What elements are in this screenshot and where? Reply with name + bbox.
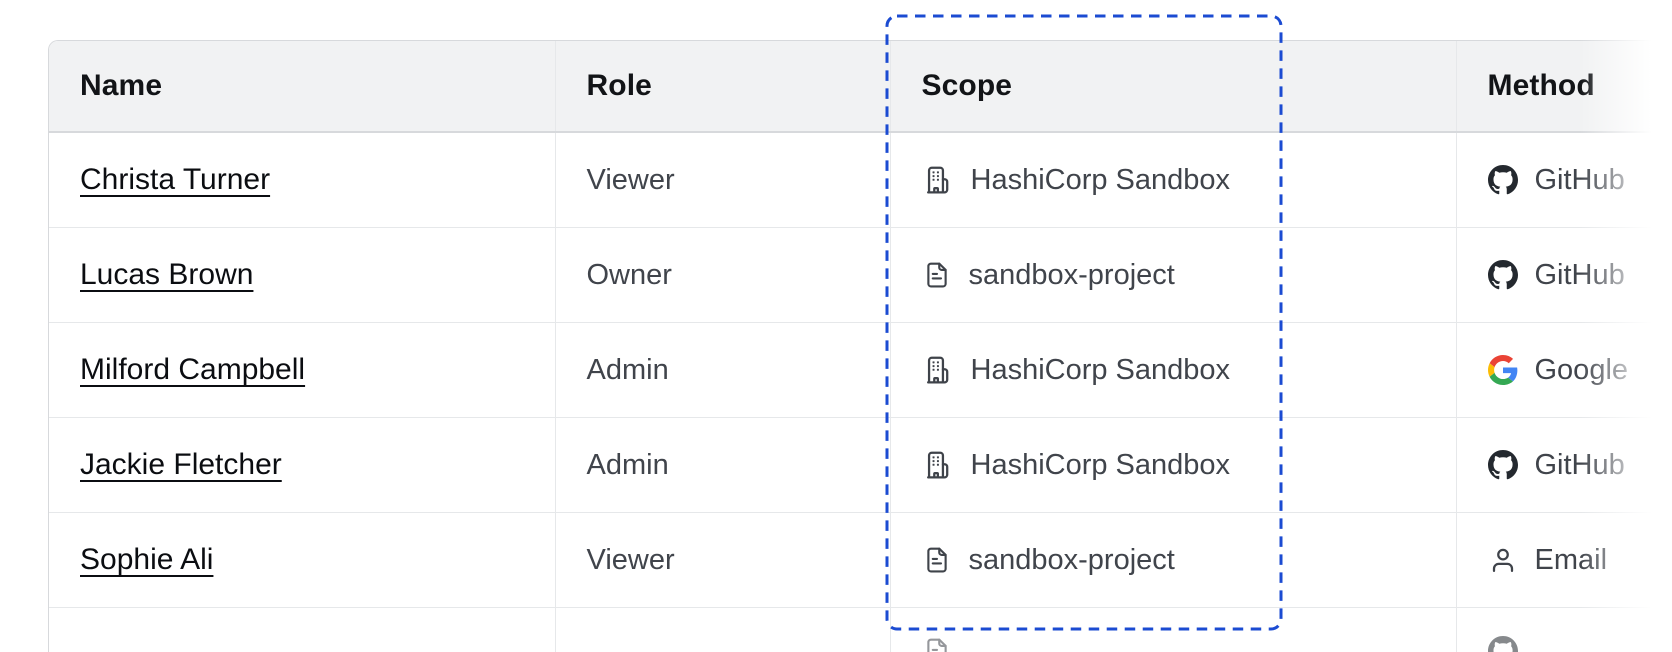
method-cell: Google [1455, 322, 1672, 418]
github-icon [1487, 165, 1518, 195]
name-cell: Lucas Brown [49, 227, 555, 323]
member-name-link[interactable]: Jackie Fletcher [80, 448, 282, 481]
column-header-name: Name [49, 41, 555, 133]
method-cell-text: GitHub [1534, 163, 1625, 196]
file-text-icon [922, 260, 952, 290]
member-name-link[interactable]: Christa Turner [80, 163, 271, 196]
table-row: Jackie Fletcher Admin HashiCorp Sandbox Git… [49, 417, 1672, 513]
member-name-link[interactable]: Sophie Ali [80, 543, 214, 576]
table-row: Milford Campbell Admin HashiCorp Sandbox Go… [49, 322, 1672, 418]
method-cell: Email [1455, 512, 1672, 608]
scope-cell-text: HashiCorp Sandbox [970, 353, 1231, 386]
file-text-icon [922, 545, 952, 575]
name-cell [49, 607, 555, 652]
method-cell: GitHub [1455, 417, 1672, 513]
method-cell-text: GitHub [1534, 258, 1625, 291]
role-cell-text: Viewer [586, 163, 675, 196]
role-cell-text: Admin [586, 448, 669, 481]
role-cell [554, 607, 890, 652]
org-building-icon [922, 354, 954, 386]
scope-cell-text: HashiCorp Sandbox [970, 448, 1231, 481]
name-cell: Milford Campbell [49, 322, 555, 418]
github-icon [1487, 636, 1518, 652]
method-cell-text: Google [1534, 353, 1629, 386]
table-row: Sophie Ali Viewer sandbox-project Email [49, 512, 1672, 608]
member-name-link[interactable]: Lucas Brown [80, 258, 254, 291]
role-cell-text: Viewer [586, 543, 675, 576]
role-cell: Admin [554, 322, 890, 418]
scope-cell [889, 607, 1456, 652]
scope-cell: HashiCorp Sandbox [889, 417, 1456, 513]
role-cell-text: Admin [586, 353, 669, 386]
name-cell: Christa Turner [49, 132, 555, 228]
scope-cell-text: sandbox-project [968, 258, 1175, 291]
email-user-icon [1488, 545, 1518, 575]
org-building-icon [922, 449, 954, 481]
org-building-icon [922, 164, 954, 196]
method-cell: GitHub [1455, 132, 1672, 228]
scope-cell-text: HashiCorp Sandbox [970, 163, 1231, 196]
column-header-method: Method [1455, 41, 1672, 133]
github-icon [1487, 450, 1518, 480]
table-row: Christa Turner Viewer HashiCorp Sandbox Git… [49, 132, 1672, 228]
scope-cell: sandbox-project [889, 227, 1456, 323]
role-cell: Viewer [554, 512, 890, 608]
member-name-link[interactable]: Milford Campbell [80, 353, 306, 386]
scope-cell: HashiCorp Sandbox [889, 322, 1456, 418]
role-cell: Admin [554, 417, 890, 513]
role-cell: Viewer [554, 132, 890, 228]
file-text-icon [922, 636, 952, 652]
name-cell: Jackie Fletcher [49, 417, 555, 513]
scope-cell: HashiCorp Sandbox [889, 132, 1456, 228]
method-cell-text: Email [1534, 543, 1608, 576]
table-row: Lucas Brown Owner sandbox-project GitHub [49, 227, 1672, 323]
method-cell-text: GitHub [1534, 448, 1625, 481]
column-header-role: Role [554, 41, 890, 133]
github-icon [1487, 260, 1518, 290]
column-header-scope: Scope [889, 41, 1456, 133]
google-icon [1487, 355, 1518, 385]
method-cell: GitHub [1455, 227, 1672, 323]
method-cell [1455, 607, 1672, 652]
table-header-row: Name Role Scope Method [49, 41, 1672, 133]
table-row-partial [49, 607, 1672, 652]
role-cell: Owner [554, 227, 890, 323]
scope-cell-text: sandbox-project [968, 543, 1175, 576]
scope-cell: sandbox-project [889, 512, 1456, 608]
role-cell-text: Owner [586, 258, 672, 291]
name-cell: Sophie Ali [49, 512, 555, 608]
